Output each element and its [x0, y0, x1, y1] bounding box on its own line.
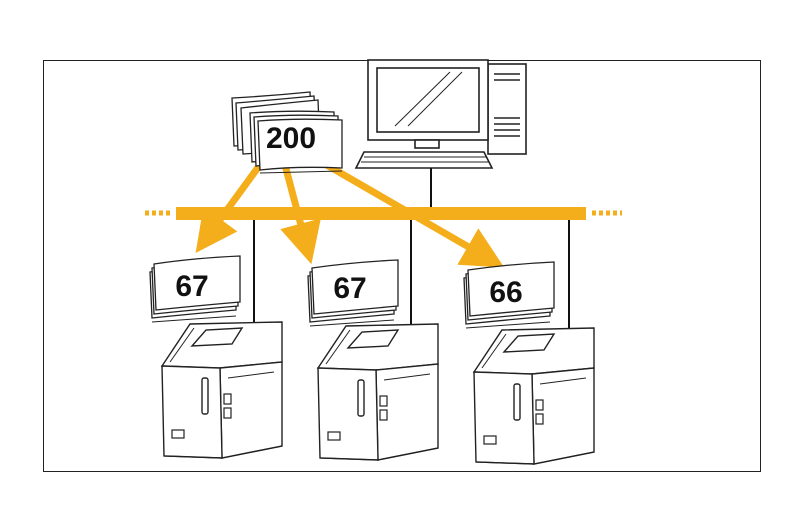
network-drops — [253, 168, 570, 330]
arrow-to-printer-3 — [316, 156, 505, 268]
source-count-label: 200 — [266, 122, 316, 155]
arrow-to-printer-2 — [280, 164, 321, 265]
paper-stack-icon — [149, 255, 241, 323]
arrow-to-printer-1 — [195, 159, 265, 253]
label-printer-icon — [160, 321, 283, 459]
printer-1-count-label: 67 — [175, 270, 208, 303]
distribution-arrows — [195, 156, 505, 268]
label-printer-icon — [316, 323, 439, 461]
source-paper-stack — [231, 91, 343, 174]
printer-unit-1: 67 — [149, 255, 241, 323]
printer-3-count-label: 66 — [489, 276, 522, 309]
label-printer-icon — [472, 327, 595, 465]
computer-icon — [354, 59, 527, 169]
paper-stack-icon — [307, 259, 399, 327]
printer-unit-3: 66 — [463, 261, 555, 329]
printer-unit-2: 67 — [307, 259, 399, 327]
printer-2-count-label: 67 — [333, 272, 366, 305]
paper-stack-icon — [463, 261, 555, 329]
network-bus — [145, 207, 622, 220]
